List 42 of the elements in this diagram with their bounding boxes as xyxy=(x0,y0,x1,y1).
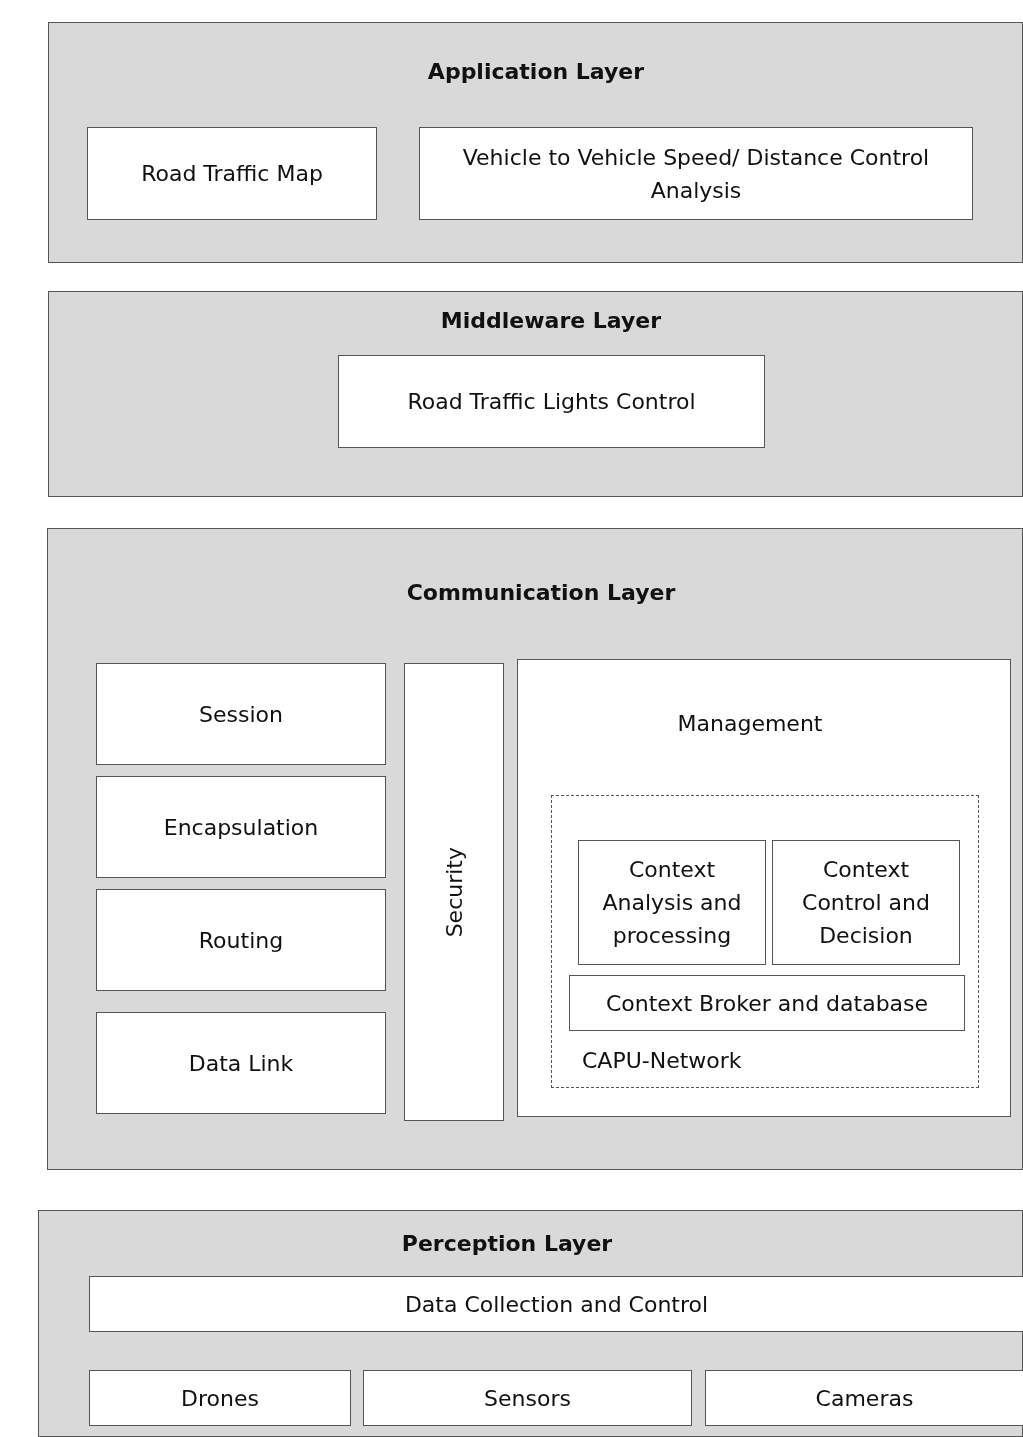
module-box xyxy=(404,663,504,1121)
module-box xyxy=(96,889,386,991)
module-box xyxy=(89,1370,351,1426)
module-label: Vehicle to Vehicle Speed/ Distance Control Analysis xyxy=(461,143,931,205)
module-box xyxy=(578,840,766,965)
module-box xyxy=(87,127,377,220)
module-label: Road Traffic Map xyxy=(141,160,323,188)
module-label: Sensors xyxy=(484,1384,571,1413)
layer-panel xyxy=(47,528,1023,1170)
module-box xyxy=(96,1012,386,1114)
module-label: Data Link xyxy=(188,1049,294,1078)
module-box xyxy=(338,355,765,448)
module-label: Session xyxy=(199,700,283,729)
layer-title: Perception Layer xyxy=(401,1231,613,1256)
module-label: Data Collection and Control xyxy=(404,1290,709,1319)
module-box xyxy=(96,776,386,878)
module-label: Encapsulation xyxy=(163,813,319,842)
module-label: Context Control and Decision xyxy=(801,856,931,950)
module-label: Context Analysis and processing xyxy=(601,856,743,950)
module-box xyxy=(705,1370,1023,1426)
layer-panel xyxy=(38,1210,1023,1437)
module-label: Cameras xyxy=(815,1384,914,1413)
layer-title: Middleware Layer xyxy=(440,308,662,333)
module-label: Drones xyxy=(181,1384,259,1413)
module-box xyxy=(96,663,386,765)
module-box xyxy=(419,127,973,220)
group-title: Management xyxy=(677,711,823,736)
layer-title: Communication Layer xyxy=(406,580,676,605)
module-label: Context Broker and database xyxy=(605,989,929,1018)
layer-panel xyxy=(48,291,1023,497)
module-label: Routing xyxy=(198,926,284,955)
module-label: Security xyxy=(440,846,468,938)
group-panel xyxy=(517,659,1011,1117)
module-box xyxy=(363,1370,692,1426)
module-box xyxy=(772,840,960,965)
layer-title: Application Layer xyxy=(427,59,645,84)
dashed-group xyxy=(551,795,979,1088)
module-box xyxy=(569,975,965,1031)
module-label: Road Traffic Lights Control xyxy=(407,388,696,416)
module-box xyxy=(89,1276,1023,1332)
layer-panel xyxy=(48,22,1023,263)
group-title: CAPU-Network xyxy=(582,1048,742,1073)
